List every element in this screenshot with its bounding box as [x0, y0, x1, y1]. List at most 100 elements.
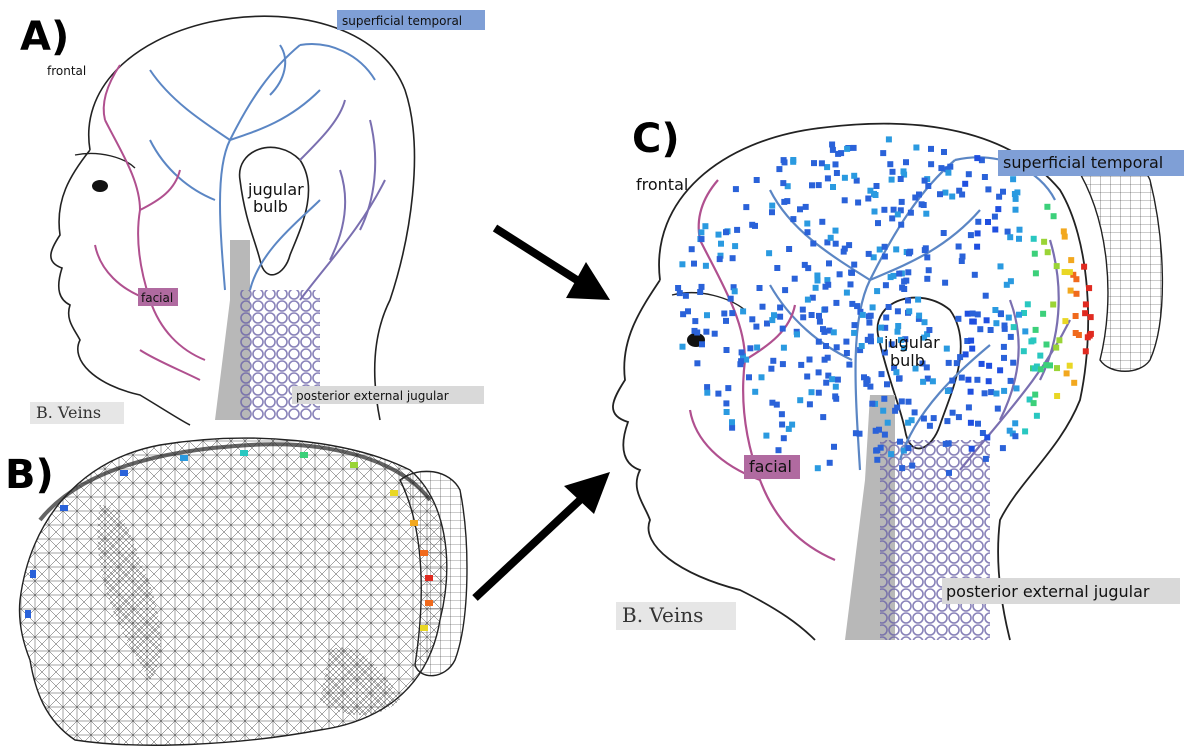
sensor-point: [866, 313, 872, 319]
sensor-point: [975, 311, 981, 317]
sensor-point: [1068, 257, 1074, 263]
sensor-point: [941, 149, 947, 155]
sensor-point: [878, 445, 884, 451]
sensor-point: [704, 312, 710, 318]
panel-a-label-posterior-external-jugular: posterior external jugular: [296, 389, 449, 403]
sensor-point: [800, 307, 806, 313]
sensor-point: [1054, 263, 1060, 269]
sensor-point: [753, 324, 759, 330]
sensor-point: [866, 320, 872, 326]
sensor-point: [760, 304, 766, 310]
sensor-point: [985, 219, 991, 225]
sensor-point: [814, 273, 820, 279]
sensor-point: [827, 460, 833, 466]
sensor-point: [1012, 191, 1018, 197]
sensor-point: [819, 219, 825, 225]
sensor-point: [1037, 353, 1043, 359]
sensor-point: [923, 245, 929, 251]
sensor-point: [984, 434, 990, 440]
sensor-point: [689, 246, 695, 252]
sensor-point: [927, 423, 933, 429]
sensor-point: [694, 330, 700, 336]
sensor-point: [888, 451, 894, 457]
sensor-point: [1033, 270, 1039, 276]
sensor-point: [729, 419, 735, 425]
panel-a-letter: A): [20, 14, 69, 60]
sensor-point: [716, 232, 722, 238]
sensor-point: [838, 150, 844, 156]
sensor-point: [1012, 420, 1018, 426]
sensor-point: [906, 308, 912, 314]
sensor-point: [1025, 301, 1031, 307]
sensor-point: [946, 470, 952, 476]
panel-a-label-facial: facial: [141, 291, 173, 305]
sensor-point: [1074, 291, 1080, 297]
sensor-point: [809, 182, 815, 188]
sensor-point: [965, 377, 971, 383]
sensor-point: [694, 360, 700, 366]
sensor-point: [1032, 392, 1038, 398]
sensor-point: [769, 209, 775, 215]
sensor-point: [781, 345, 787, 351]
sensor-point: [881, 396, 887, 402]
sensor-point: [1014, 385, 1020, 391]
sensor-point: [889, 177, 895, 183]
sensor-point: [805, 229, 811, 235]
sensor-point: [995, 406, 1001, 412]
sensor-point: [724, 347, 730, 353]
sensor-point: [969, 346, 975, 352]
sensor-point: [986, 378, 992, 384]
sensor-point: [1031, 236, 1037, 242]
sensor-point: [703, 263, 709, 269]
sensor-point: [974, 155, 980, 161]
sensor-point: [962, 181, 968, 187]
sensor-point: [899, 398, 905, 404]
arrows: [475, 228, 610, 598]
sensor-point: [926, 267, 932, 273]
sensor-point: [905, 269, 911, 275]
sensor-point: [725, 385, 731, 391]
sensor-point: [1050, 302, 1056, 308]
sensor-point: [866, 251, 872, 257]
sensor-point: [884, 381, 890, 387]
sensor-point: [986, 363, 992, 369]
panel-c-label-bulb: bulb: [890, 351, 925, 370]
sensor-point: [966, 404, 972, 410]
sensor-point: [1030, 337, 1036, 343]
sensor-point: [733, 186, 739, 192]
sensor-point: [752, 389, 758, 395]
sensor-point: [984, 317, 990, 323]
sensor-point: [870, 304, 876, 310]
sensor-point: [1001, 388, 1007, 394]
sensor-point: [916, 313, 922, 319]
sensor-point: [937, 191, 943, 197]
sensor-point: [830, 147, 836, 153]
sensor-point: [915, 297, 921, 303]
sensor-point: [1061, 228, 1067, 234]
sensor-point: [985, 186, 991, 192]
sensor-point: [919, 201, 925, 207]
sensor-point: [1067, 269, 1073, 275]
sensor-point: [860, 312, 866, 318]
sensor-point: [949, 378, 955, 384]
sensor-point: [822, 306, 828, 312]
sensor-point: [786, 246, 792, 252]
panel-c: C): [613, 116, 1184, 640]
sensor-point: [945, 388, 951, 394]
sensor-point: [928, 161, 934, 167]
sensor-point: [691, 261, 697, 267]
sensor-point: [903, 159, 909, 165]
sensor-point: [776, 447, 782, 453]
sensor-point: [969, 446, 975, 452]
sensor-point: [956, 244, 962, 250]
sensor-point: [677, 290, 683, 296]
sensor-point: [867, 384, 873, 390]
sensor-point: [975, 421, 981, 427]
sensor-point: [890, 169, 896, 175]
sensor-point: [971, 319, 977, 325]
sensor-point: [1022, 328, 1028, 334]
sensor-point: [1044, 204, 1050, 210]
sensor-point: [833, 384, 839, 390]
sensor-point: [859, 343, 865, 349]
sensor-point: [715, 391, 721, 397]
